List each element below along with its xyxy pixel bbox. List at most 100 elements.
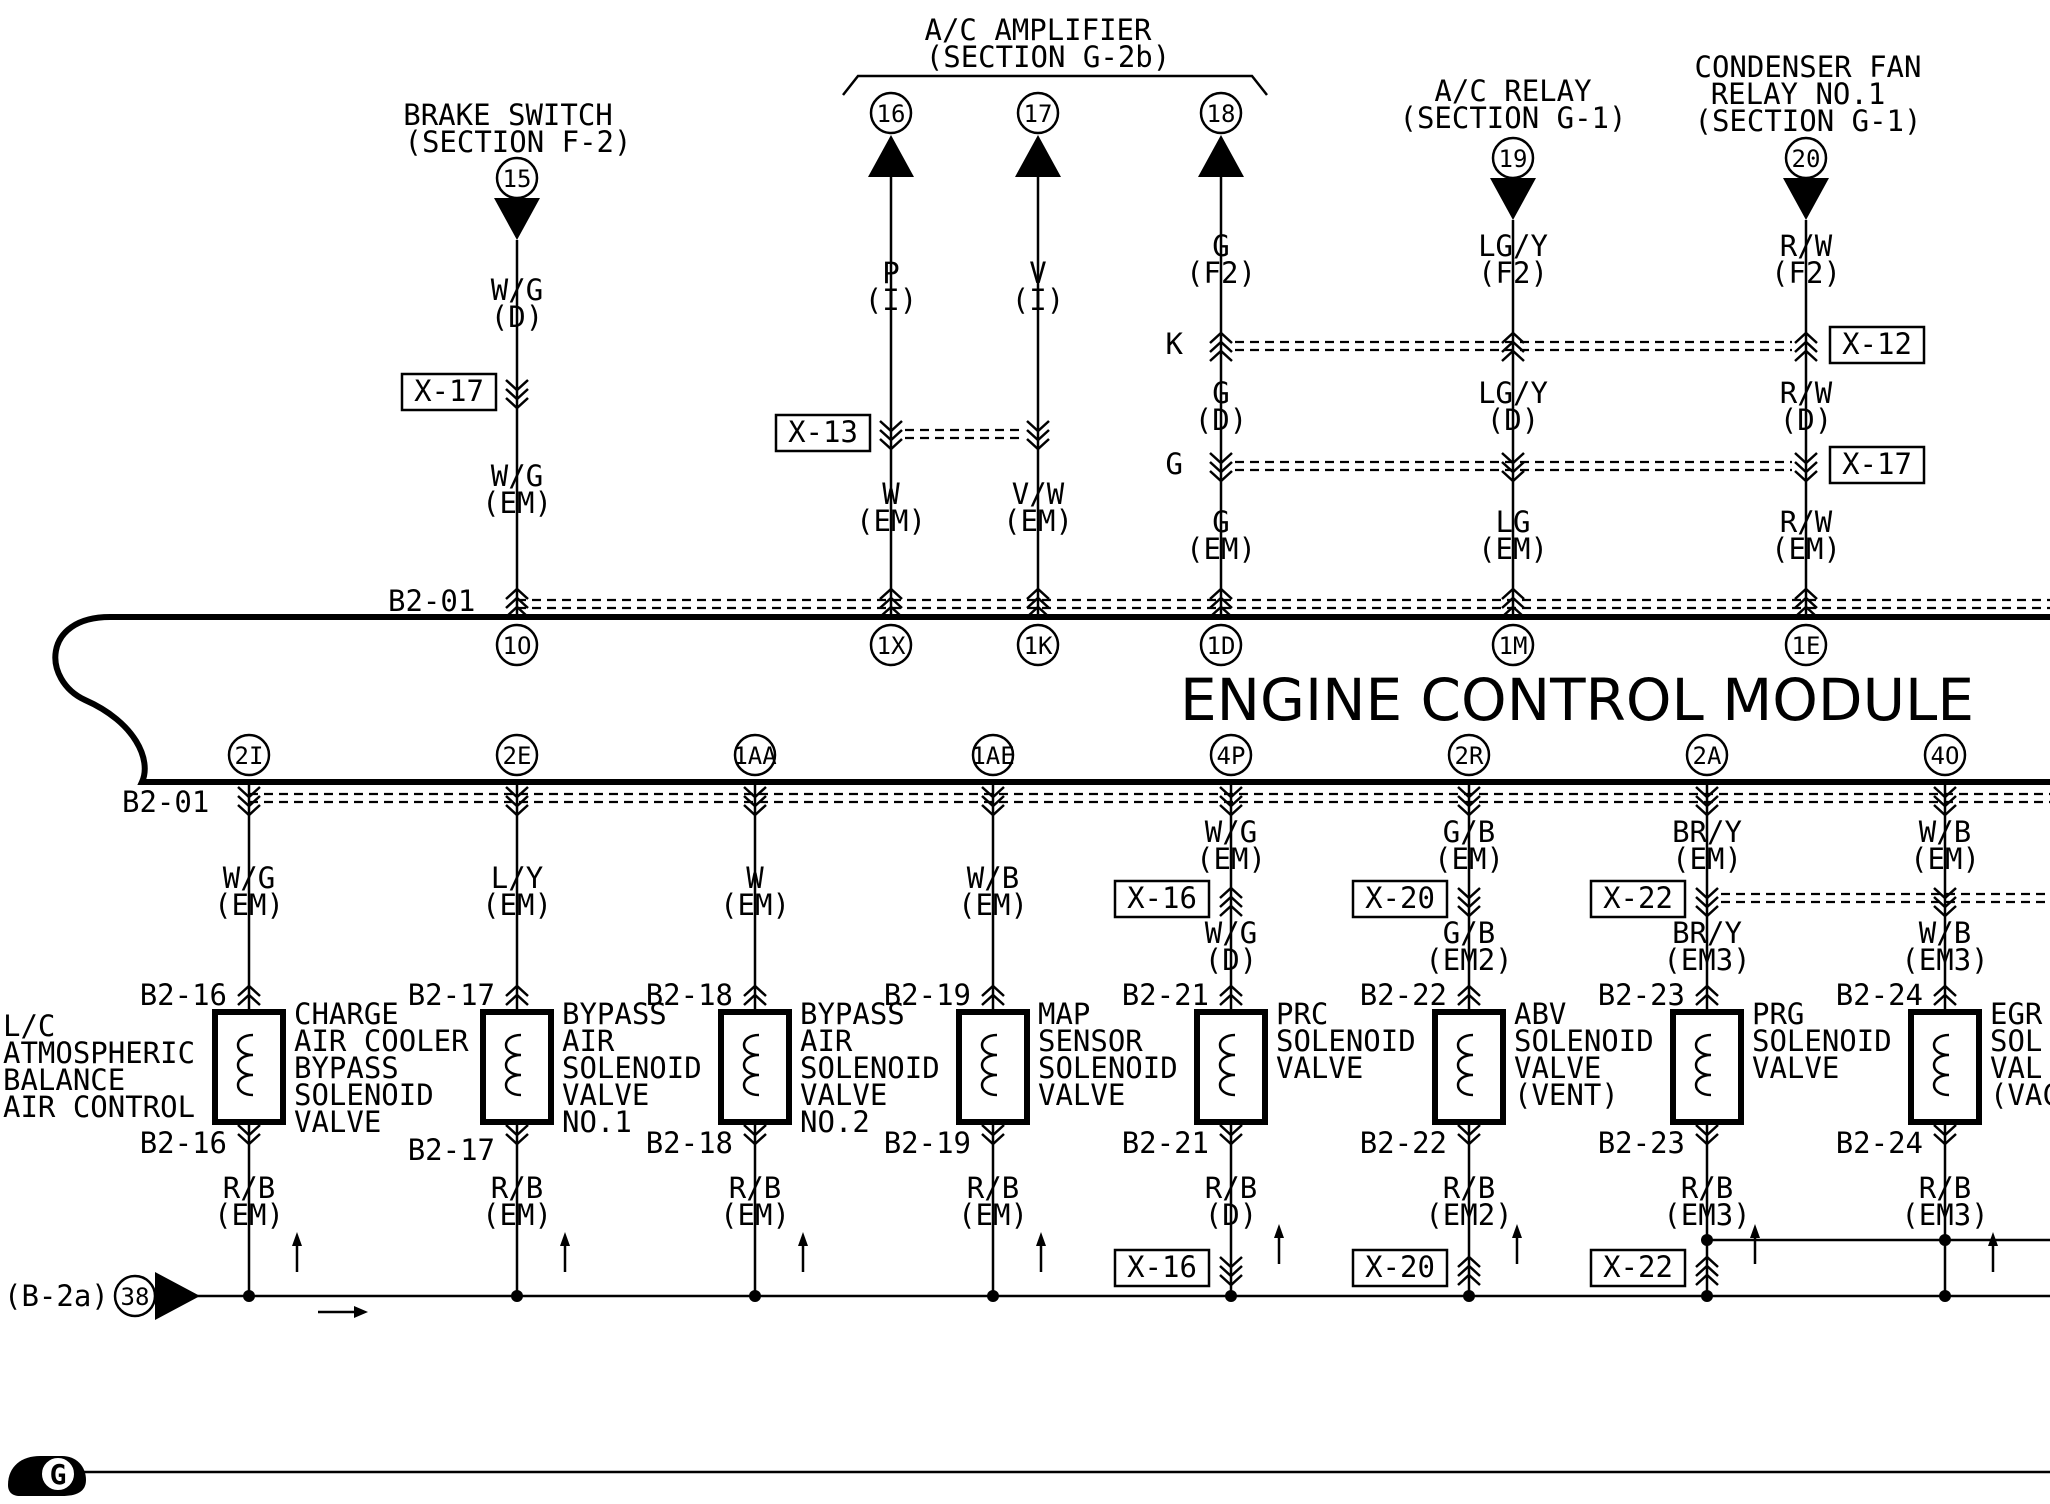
wire-1AA-bot-route: (EM) (720, 1198, 790, 1232)
source-node-19: 19 (1499, 145, 1528, 173)
connector-chevron (1695, 804, 1719, 817)
ground-source-arrow (155, 1272, 200, 1320)
connector-chevron (1933, 887, 1957, 900)
wire-2I-top-route: (EM) (214, 888, 284, 922)
connector-chevron (1209, 452, 1233, 465)
solenoid-coil-icon (1218, 1033, 1236, 1097)
connector-chevron (1695, 984, 1719, 997)
connector-chevron (1219, 795, 1243, 808)
wire-2R-bot-color: R/B (1443, 1171, 1495, 1205)
solenoid-component (480, 1009, 554, 1125)
connector-chevron (1209, 461, 1233, 474)
component-connector-bottom: B2-16 (140, 1126, 227, 1160)
connector-chevron (1794, 470, 1818, 483)
connector-chevron (1695, 1273, 1719, 1286)
bottom-circuit-2R: 2RG/B(EM)X-20G/B(EM2)B2-22B2-22ABVSOLENO… (1351, 733, 1654, 1302)
component-connector-bottom: B2-23 (1598, 1126, 1685, 1160)
connector-chevron (743, 795, 767, 808)
connector-chevron (743, 1133, 767, 1146)
joint-box-20-1-box (1828, 445, 1926, 485)
bot-box-2R-box (1351, 1248, 1449, 1288)
connector-chevron (1026, 438, 1050, 451)
ecm-pin-2R-circle (1447, 733, 1491, 777)
wire-4P-bot-route: (D) (1205, 1198, 1257, 1232)
wire-18-a-color: G (1212, 229, 1229, 263)
component-description-line: VALVE (562, 1078, 649, 1112)
ecm-pin-1K: 1K (1024, 632, 1053, 660)
connector-chevron (237, 795, 261, 808)
wire-2E-bot-route: (EM) (482, 1198, 552, 1232)
connector-chevron (981, 984, 1005, 997)
connector-chevron (237, 993, 261, 1006)
bottom-circuit-2E: 2EL/Y(EM)B2-17B2-17BYPASSAIRSOLENOIDVALV… (408, 733, 702, 1302)
ecm-pin-1M: 1M (1499, 632, 1528, 660)
connector-chevron (743, 804, 767, 817)
component-connector-top: B2-24 (1836, 978, 1923, 1012)
component-description-line: SOLENOID (562, 1051, 702, 1085)
solenoid-component (718, 1009, 792, 1125)
component-description-line: AIR (562, 1024, 615, 1058)
wire-2R-mid-color: G/B (1443, 916, 1495, 950)
connector-chevron (505, 1133, 529, 1146)
wire-2E-bot-color: R/B (491, 1171, 543, 1205)
joint-box-20-0-box (1828, 325, 1926, 365)
component-description-line: SOLENOID (1038, 1051, 1178, 1085)
connector-chevron (1026, 429, 1050, 442)
source-arrow-20 (1783, 178, 1829, 220)
component-connector-top: B2-18 (646, 978, 733, 1012)
component-description-line: SOLENOID (1752, 1024, 1892, 1058)
component-description-line: BYPASS (800, 997, 905, 1031)
connector-chevron (505, 795, 529, 808)
wire-20-c-route: (EM) (1771, 532, 1841, 566)
connector-chevron (237, 1124, 261, 1137)
connector-chevron (1457, 1133, 1481, 1146)
ecm-pin-2R: 2R (1455, 742, 1484, 770)
connector-chevron (1794, 587, 1818, 600)
connector-chevron (743, 993, 767, 1006)
component-connector-top: B2-19 (884, 978, 971, 1012)
connector-chevron (1695, 993, 1719, 1006)
wire-15-a-route: (D) (491, 300, 543, 334)
component-description-line: VALVE (294, 1105, 381, 1139)
ecm-pin-1E-circle (1784, 623, 1828, 667)
mid-box-2A-box (1589, 879, 1687, 919)
joint-box-20-1: X-17 (1842, 447, 1912, 481)
ecm-pin-1AA-circle (733, 733, 777, 777)
wire-20-a-color: R/W (1780, 229, 1833, 263)
wire-18-b-route: (D) (1195, 403, 1247, 437)
bot-box-2R: X-20 (1365, 1250, 1435, 1284)
connector-chevron (1209, 596, 1233, 609)
mid-box-2R-box (1351, 879, 1449, 919)
connector-chevron (505, 388, 529, 401)
connector-chevron (237, 984, 261, 997)
joint-box-15-0: X-17 (414, 374, 484, 408)
ecm-pin-2I-circle (227, 733, 271, 777)
ecm-pin-1AE-circle (971, 733, 1015, 777)
page-marker-letter: G (50, 1458, 67, 1491)
wire-18-b-color: G (1212, 376, 1229, 410)
wire-15-b-color: W/G (491, 459, 543, 493)
wire-2R-top-route: (EM) (1434, 842, 1504, 876)
solenoid-coil-icon (980, 1033, 998, 1097)
bottom-circuit-1AA: 1AAW(EM)B2-18B2-18BYPASSAIRSOLENOIDVALVE… (646, 733, 940, 1302)
top-bus-connector-label: B2-01 (388, 584, 475, 618)
component-connector-top: B2-22 (1360, 978, 1447, 1012)
component-description-line: VAL (1990, 1051, 2042, 1085)
component-connector-top: B2-17 (408, 978, 495, 1012)
source-arrow-19 (1490, 178, 1536, 220)
source-arrow-16 (868, 135, 914, 177)
wire-15-a-color: W/G (491, 273, 543, 307)
wire-2R-mid-route: (EM2) (1425, 943, 1512, 977)
page-marker: G (8, 1456, 2050, 1496)
flow-arrow-head (798, 1232, 808, 1246)
bot-box-4P-box (1113, 1248, 1211, 1288)
wire-20-c-color: R/W (1780, 505, 1833, 539)
connector-chevron (1457, 1273, 1481, 1286)
connector-chevron (1501, 461, 1525, 474)
ecm-pin-2A-circle (1685, 733, 1729, 777)
flow-arrow-head (1274, 1224, 1284, 1238)
connector-chevron (1501, 331, 1525, 344)
mid-box-2A: X-22 (1603, 881, 1673, 915)
